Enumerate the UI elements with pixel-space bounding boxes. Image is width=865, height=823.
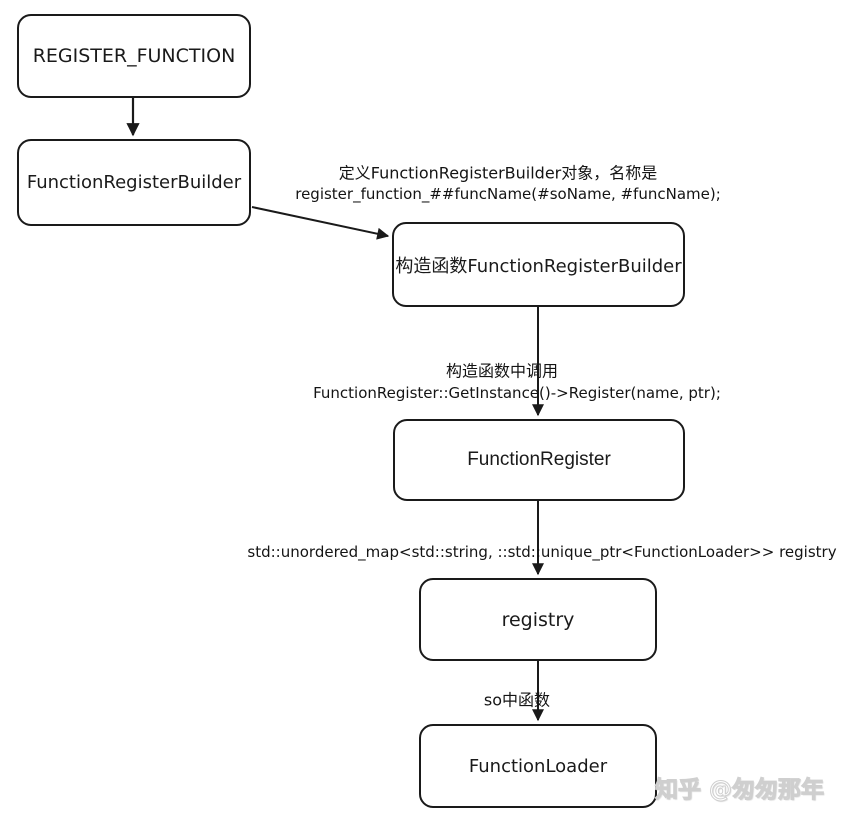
watermark-zhihu: 知乎 @匆匆那年 <box>654 777 825 804</box>
edge-label-define-builder-line2: register_function_##funcName(#soName, #f… <box>295 185 721 203</box>
edge-label-so-function: so中函数 <box>483 690 551 710</box>
node-register-function-label: REGISTER_FUNCTION <box>32 45 236 67</box>
node-registry-label: registry <box>501 608 575 631</box>
node-ctor-function-register-builder-label: 构造函数FunctionRegisterBuilder <box>395 255 682 277</box>
node-function-register-label: FunctionRegister <box>467 449 611 470</box>
node-register-function: REGISTER_FUNCTION <box>17 14 251 98</box>
node-function-register: FunctionRegister <box>393 419 685 501</box>
node-ctor-function-register-builder: 构造函数FunctionRegisterBuilder <box>392 222 685 307</box>
node-function-register-builder: FunctionRegisterBuilder <box>17 139 251 226</box>
edge-label-registry-member: std::unordered_map<std::string, ::std::u… <box>247 543 837 561</box>
arrow-builder-to-ctor <box>251 206 390 240</box>
edge-label-ctor-call-line2: FunctionRegister::GetInstance()->Registe… <box>313 384 721 402</box>
edge-label-ctor-call-line1: 构造函数中调用 <box>445 361 559 381</box>
node-function-loader-label: FunctionLoader <box>468 755 608 777</box>
node-registry: registry <box>419 578 657 661</box>
node-function-loader: FunctionLoader <box>419 724 657 808</box>
edge-label-define-builder-line1: 定义FunctionRegisterBuilder对象，名称是 <box>338 163 658 183</box>
node-function-register-builder-label: FunctionRegisterBuilder <box>26 172 242 193</box>
